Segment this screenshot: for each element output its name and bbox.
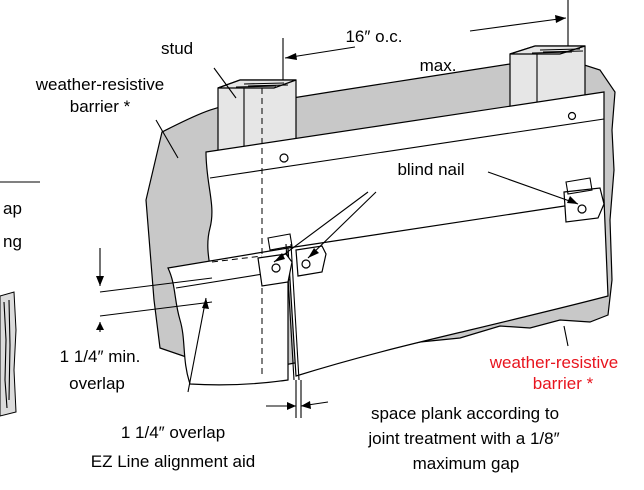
blind-nail-clip-center	[295, 245, 327, 277]
inset-detail: ap ng	[0, 181, 40, 417]
inset-text-fragment-2: ng	[3, 232, 22, 251]
label-overlap-aid-1: 1 1/4″ overlap	[121, 423, 225, 442]
overlap-dashed-line	[211, 255, 263, 263]
label-spacing-2: max.	[420, 56, 457, 75]
label-gap-2: joint treatment with a 1/8″	[367, 429, 559, 448]
inset-panel	[0, 291, 17, 417]
label-min-overlap-1: 1 1/4″ min.	[60, 347, 141, 366]
label-gap-3: maximum gap	[413, 454, 520, 473]
label-wrb-left-1: weather-resistive	[35, 75, 165, 94]
joint-line-b	[290, 243, 300, 381]
gap-dimension	[266, 380, 329, 418]
label-wrb-right-1: weather-resistive	[489, 353, 619, 372]
inset-text-fragment-1: ap	[3, 199, 22, 218]
label-wrb-right-2: barrier *	[533, 374, 594, 393]
label-blind-nail: blind nail	[397, 160, 464, 179]
label-min-overlap-2: overlap	[69, 374, 125, 393]
blind-nail-clip-right	[563, 177, 605, 223]
label-gap-1: space plank according to	[371, 404, 559, 423]
wrb-left-leader	[155, 119, 179, 159]
label-stud: stud	[161, 39, 193, 58]
label-spacing-1: 16″ o.c.	[345, 27, 402, 46]
label-overlap-aid-2: EZ Line alignment aid	[91, 452, 255, 471]
face-nail-right	[567, 111, 577, 121]
blind-nail-leader-right	[487, 171, 579, 205]
overlap-dimension	[96, 248, 213, 332]
spacing-dimension	[282, 0, 569, 80]
upper-plank-groove	[209, 118, 605, 179]
wrb-right-leader	[563, 325, 569, 347]
blind-nail-leader-left	[273, 191, 369, 263]
face-nail-left	[279, 153, 289, 163]
stud-leader	[213, 67, 237, 99]
inset-grain	[3, 301, 8, 409]
label-wrb-left-2: barrier *	[70, 97, 131, 116]
leader-lines	[155, 67, 579, 393]
overlap-aid-leader	[187, 297, 207, 393]
inset-grain-2	[8, 299, 11, 401]
lower-right-plank	[287, 199, 609, 377]
blind-nail-leader-center	[307, 191, 377, 259]
